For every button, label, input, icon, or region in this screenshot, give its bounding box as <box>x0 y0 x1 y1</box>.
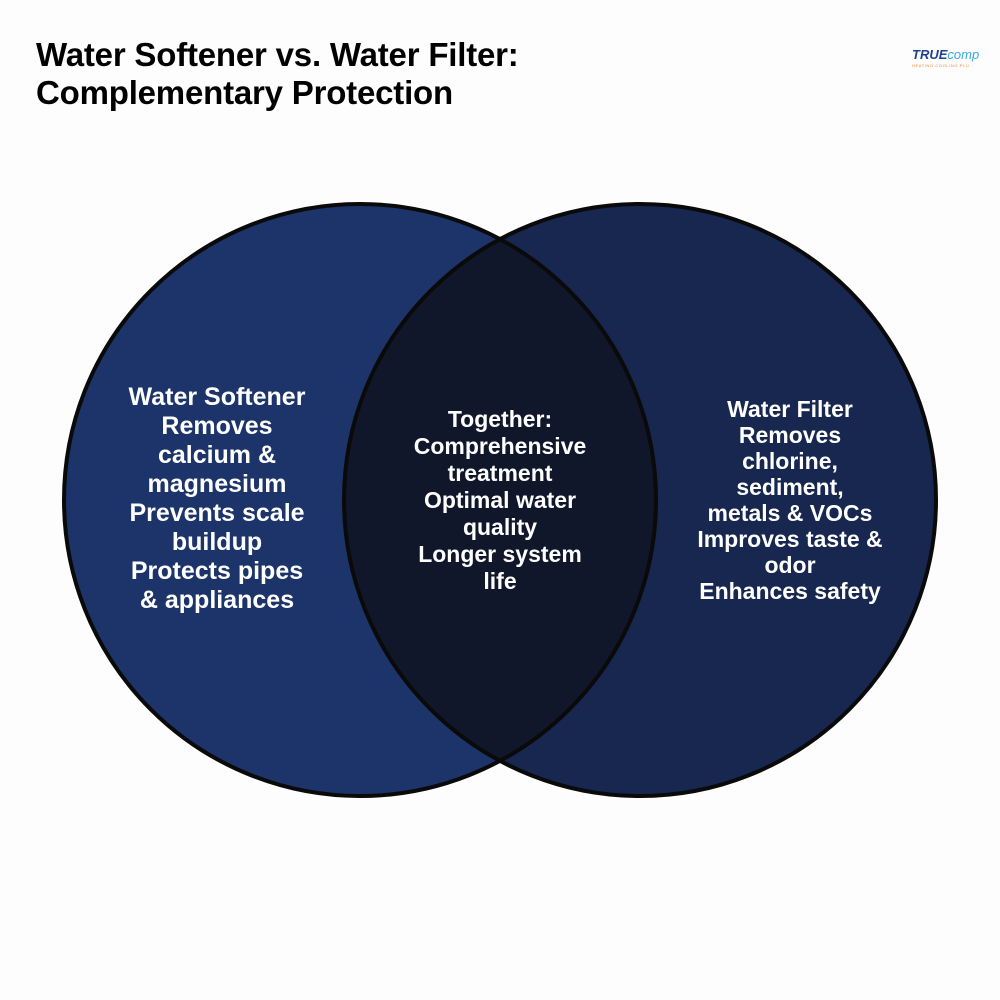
brand-logo: TRUEcomp HEATING COOLING PLU <box>912 48 979 69</box>
water-filter-benefits: Water Filter Removes chlorine, sediment,… <box>670 396 910 604</box>
center-line: Longer system <box>418 541 582 567</box>
right-line: metals & VOCs <box>707 500 873 526</box>
logo-wordmark: TRUEcomp <box>912 48 979 62</box>
right-line: Enhances safety <box>699 578 881 604</box>
water-softener-benefits: Water Softener Removes calcium & magnesi… <box>92 383 342 615</box>
left-line: Protects pipes <box>130 557 304 585</box>
venn-overlap-region <box>344 204 656 796</box>
left-line: buildup <box>171 528 263 556</box>
right-line: Removes <box>738 422 842 448</box>
left-line: Removes <box>161 412 273 440</box>
right-line: odor <box>764 552 816 578</box>
center-line: quality <box>462 514 538 540</box>
center-line: Together: <box>447 406 553 432</box>
left-line: calcium & <box>157 441 277 469</box>
right-line: Water Filter <box>727 396 853 422</box>
venn-circle-left-outline <box>62 202 658 798</box>
right-line: chlorine, <box>742 448 838 474</box>
center-line: Comprehensive <box>413 433 587 459</box>
left-line: Water Softener <box>128 383 306 411</box>
left-line: Prevents scale <box>129 499 305 527</box>
diagram-title: Water Softener vs. Water Filter: Complem… <box>36 36 519 112</box>
venn-circle-right-outline <box>342 202 938 798</box>
logo-word-secondary: comp <box>947 47 980 62</box>
center-line: treatment <box>447 460 553 486</box>
title-line-2: Complementary Protection <box>36 74 453 111</box>
right-line: sediment, <box>736 474 844 500</box>
title-line-1: Water Softener vs. Water Filter: <box>36 36 519 73</box>
combined-benefits: Together: Comprehensive treatment Optima… <box>386 406 614 595</box>
center-line: Optimal water <box>423 487 577 513</box>
left-line: & appliances <box>139 586 295 614</box>
left-line: magnesium <box>147 470 287 498</box>
center-line: life <box>483 568 517 594</box>
logo-tagline: HEATING COOLING PLU <box>912 63 970 68</box>
logo-word-primary: TRUE <box>912 47 948 62</box>
right-line: Improves taste & <box>697 526 883 552</box>
